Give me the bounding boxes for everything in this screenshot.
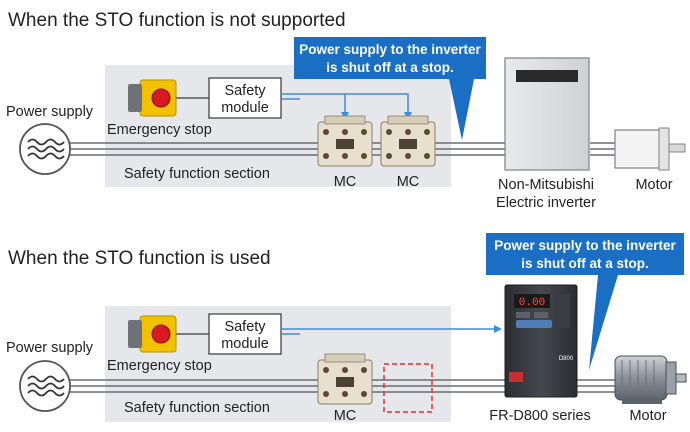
top-motor-label: Motor	[635, 177, 672, 193]
top-safety-module-label-1: Safety	[224, 83, 266, 99]
top-power-supply-label: Power supply	[6, 104, 94, 120]
top-contactor-1	[317, 115, 373, 167]
bottom-diagram: When the STO function is used Power supp…	[6, 233, 687, 424]
top-emergency-stop-icon	[128, 79, 177, 117]
top-callout-line-1: Power supply to the inverter	[299, 42, 481, 57]
drive-model-badge: D800	[559, 356, 574, 362]
top-callout: Power supply to the inverter is shut off…	[294, 37, 486, 140]
bottom-callout-line-2: is shut off at a stop.	[521, 256, 649, 271]
bottom-safety-module-label-1: Safety	[224, 319, 266, 335]
bottom-motor-icon	[614, 355, 687, 404]
bottom-power-supply-label: Power supply	[6, 340, 94, 356]
bottom-title: When the STO function is used	[8, 248, 271, 269]
bottom-emergency-stop-label: Emergency stop	[107, 358, 212, 374]
bottom-emergency-stop-icon	[128, 315, 177, 353]
top-inverter-icon	[504, 57, 590, 171]
top-emergency-stop-label: Emergency stop	[107, 122, 212, 138]
bottom-power-supply-symbol	[19, 360, 71, 412]
bottom-safety-module-box	[208, 313, 282, 355]
bottom-callout-line-1: Power supply to the inverter	[494, 238, 676, 253]
bottom-removed-contactor-outline	[383, 363, 433, 413]
top-motor-icon	[614, 127, 686, 171]
bottom-signal-arrow	[281, 325, 502, 335]
bottom-fr-d800-drive-icon: 0.00 D800	[504, 284, 578, 398]
top-contactor-2	[380, 115, 436, 167]
top-safety-module-box	[208, 77, 282, 119]
top-section-label: Safety function section	[124, 166, 270, 182]
top-mc-label-1: MC	[334, 174, 357, 190]
bottom-motor-label: Motor	[629, 408, 666, 424]
drive-display-readout: 0.00	[519, 297, 545, 309]
top-diagram: When the STO function is not supported P…	[6, 10, 686, 211]
top-inverter-label-2: Electric inverter	[496, 195, 596, 211]
bottom-section-label: Safety function section	[124, 400, 270, 416]
bottom-mc-label: MC	[334, 408, 357, 424]
top-title: When the STO function is not supported	[8, 10, 346, 31]
top-callout-line-2: is shut off at a stop.	[326, 60, 454, 75]
top-inverter-label-1: Non-Mitsubishi	[498, 177, 594, 193]
top-signal-arrows	[281, 93, 412, 120]
top-power-supply-symbol	[19, 123, 71, 175]
top-safety-module-label-2: module	[221, 100, 269, 116]
bottom-drive-label: FR-D800 series	[489, 408, 591, 424]
bottom-callout: Power supply to the inverter is shut off…	[486, 233, 684, 370]
top-mc-label-2: MC	[397, 174, 420, 190]
bottom-safety-module-label-2: module	[221, 336, 269, 352]
bottom-contactor	[317, 353, 373, 405]
